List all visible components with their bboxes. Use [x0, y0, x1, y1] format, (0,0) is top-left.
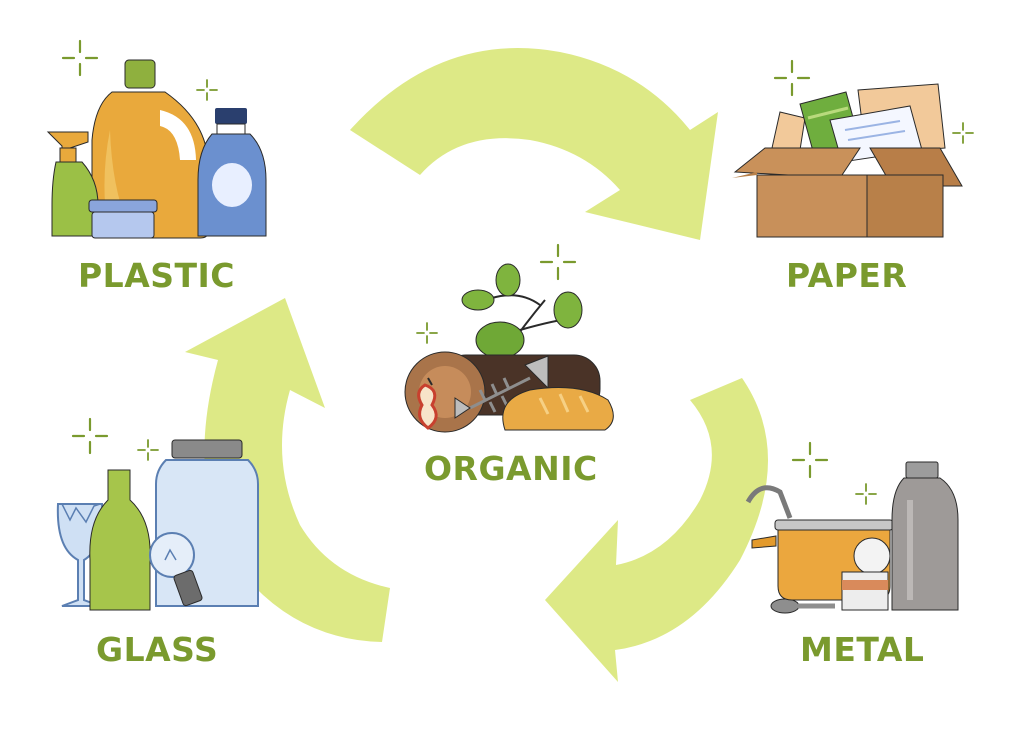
cardboard-box-icon [732, 147, 963, 238]
label-plastic: PLASTIC [78, 256, 236, 295]
sparkle-icon [196, 79, 218, 101]
cycle-arrow-icon [545, 378, 769, 682]
sparkle-icon [539, 243, 577, 281]
sparkle-icon [791, 441, 829, 479]
organic-illustration [404, 263, 614, 433]
fish-bone-icon [454, 355, 549, 419]
label-metal: METAL [800, 630, 925, 669]
plastic-illustration [46, 59, 267, 239]
spray-bottle-icon [46, 131, 99, 237]
sparkle-icon [71, 417, 109, 455]
glass-illustration [56, 439, 259, 611]
tin-can-icon [841, 537, 891, 611]
green-bottle-icon [89, 469, 151, 611]
light-bulb-icon [149, 532, 203, 607]
label-glass: GLASS [96, 630, 219, 669]
bread-icon [502, 387, 614, 431]
cycle-arrow-icon [350, 48, 718, 240]
label-organic: ORGANIC [424, 449, 598, 488]
blue-bottle-icon [197, 108, 267, 237]
sparkle-icon [416, 322, 438, 344]
glass-jar-icon [155, 439, 259, 607]
sparkle-icon [61, 39, 99, 77]
metal-illustration [745, 461, 959, 614]
sparkle-icon [952, 122, 974, 144]
sparkle-icon [137, 439, 159, 461]
metal-bottle-icon [891, 461, 959, 611]
label-paper: PAPER [786, 256, 908, 295]
spoon-icon [745, 485, 835, 614]
sparkle-icon [773, 59, 811, 97]
paper-illustration [732, 83, 963, 238]
sparkle-icon [855, 483, 877, 505]
food-container-icon [88, 199, 158, 239]
apple-core-icon [417, 377, 438, 430]
plant-icon [461, 263, 583, 361]
